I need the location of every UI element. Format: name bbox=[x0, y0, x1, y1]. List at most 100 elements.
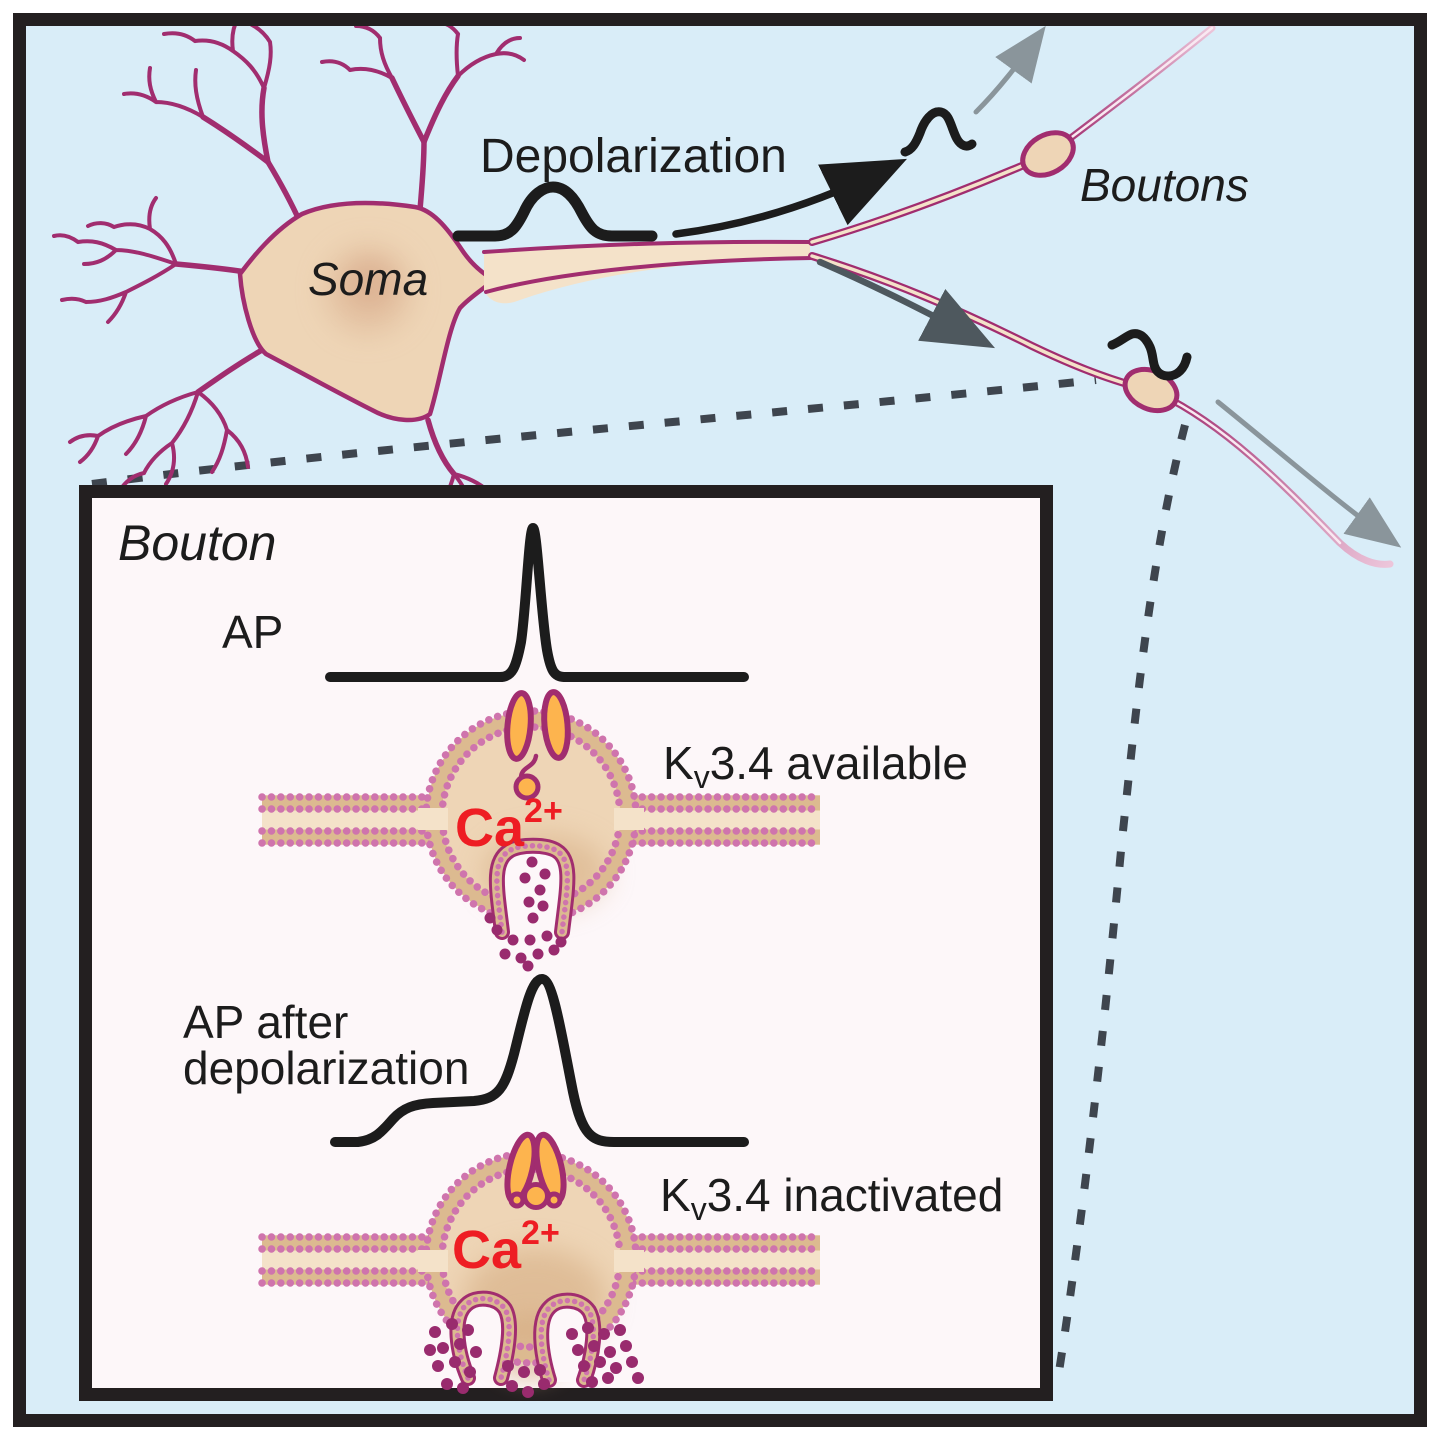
vesicle-dot bbox=[614, 1324, 626, 1336]
vesicle-dot bbox=[462, 1324, 474, 1336]
kv2-k: K bbox=[660, 1169, 691, 1221]
vesicle-dot bbox=[523, 896, 535, 908]
bouton-signal-waveform-lower bbox=[1107, 329, 1192, 381]
ca2-base: Ca bbox=[452, 1220, 522, 1280]
vesicle-dot bbox=[572, 1344, 584, 1356]
kv-channel-inactivated bbox=[504, 1131, 567, 1210]
kv-channel-available bbox=[504, 689, 571, 801]
channel-subunit-right bbox=[541, 689, 571, 761]
vesicle-dot bbox=[594, 1356, 606, 1368]
vesicle-dot bbox=[604, 1346, 616, 1358]
bouton2-junction-left bbox=[418, 1250, 448, 1272]
vesicle-dot bbox=[449, 1356, 461, 1368]
outer-frame bbox=[13, 13, 1427, 1427]
vesicle-dot bbox=[499, 948, 511, 960]
continuation-arrow-upper bbox=[973, 25, 1046, 115]
axon-tail-upper-core bbox=[1058, 26, 1214, 148]
vesicle-dot bbox=[537, 900, 549, 912]
kv2-sub: v bbox=[691, 1191, 707, 1227]
vesicles-released-top bbox=[484, 856, 567, 972]
neuron bbox=[52, 16, 1394, 568]
vesicle-dot bbox=[518, 1366, 530, 1378]
vesicle-dot bbox=[588, 1340, 600, 1352]
vesicle-dot bbox=[532, 948, 544, 960]
ap-trace bbox=[325, 523, 749, 682]
vesicle-dot bbox=[578, 1360, 590, 1372]
ap-after-label-line1: AP after bbox=[183, 996, 348, 1048]
inset-panel: Bouton AP bbox=[79, 485, 1053, 1401]
vesicle-dot bbox=[506, 1380, 518, 1392]
inactivation-chain bbox=[518, 753, 539, 780]
bouton2-release-sites bbox=[424, 1290, 644, 1398]
bouton-signal-waveform-upper bbox=[900, 107, 977, 157]
callout-dash-right bbox=[1054, 423, 1189, 1379]
inactivation-ball-free bbox=[513, 773, 541, 801]
vesicle-dot bbox=[429, 1326, 441, 1338]
overview-annotations: Depolarization Soma Boutons bbox=[308, 25, 1402, 548]
vesicles-released-bottom bbox=[424, 1318, 644, 1398]
vesicle-dot bbox=[626, 1356, 638, 1368]
vesicle-dot bbox=[519, 872, 531, 884]
section-kv-inactivated: AP after depolarization bbox=[183, 974, 1003, 1398]
vesicle-dot bbox=[524, 934, 536, 946]
vesicle-dot bbox=[526, 856, 538, 868]
kv-available-label: Kv3.4 available bbox=[663, 737, 968, 795]
vesicle-dot bbox=[632, 1372, 644, 1384]
inactivation-ball-plugged bbox=[522, 1182, 550, 1210]
channel-subunit-left bbox=[504, 690, 534, 762]
propagation-arrow-lower bbox=[816, 258, 996, 349]
vesicle-dot bbox=[602, 1372, 614, 1384]
bouton1-release-site bbox=[484, 837, 576, 972]
vesicle-dot bbox=[507, 934, 519, 946]
vesicle-dot bbox=[515, 952, 527, 964]
vesicle-dot bbox=[586, 1376, 598, 1388]
axon-tail-lower-core bbox=[1158, 392, 1342, 545]
ca-base: Ca bbox=[455, 798, 525, 858]
ca-label-bottom: Ca2+ bbox=[452, 1214, 560, 1280]
kv-k: K bbox=[663, 737, 694, 789]
axon-edge-top bbox=[482, 239, 814, 254]
vesicle-dot bbox=[598, 1328, 610, 1340]
axon-branch-lower bbox=[808, 252, 1394, 568]
vesicle-dot bbox=[534, 1364, 546, 1376]
vesicle-dot bbox=[470, 1346, 482, 1358]
ap-after-trace bbox=[330, 974, 749, 1147]
vesicle-dot bbox=[457, 1382, 469, 1394]
dendrites-top bbox=[320, 20, 526, 213]
ap-after-label-line2: depolarization bbox=[183, 1042, 469, 1094]
vesicle-dot bbox=[566, 1328, 578, 1340]
vesicle-dot bbox=[446, 1318, 458, 1330]
bouton2-axon bbox=[258, 1233, 824, 1287]
vesicle-dot bbox=[538, 1378, 550, 1390]
soma-nucleolus bbox=[346, 260, 394, 308]
callout-dashed-lines bbox=[91, 376, 1189, 1379]
vesicle-dot bbox=[548, 944, 560, 956]
bouton2-junction-right bbox=[614, 1250, 644, 1272]
vesicle-dot bbox=[454, 1338, 466, 1350]
vesicle-dot bbox=[534, 884, 546, 896]
kv-inactivated-label: Kv3.4 inactivated bbox=[660, 1169, 1003, 1227]
section-kv-available: AP bbox=[222, 523, 968, 972]
vesicle-dot bbox=[541, 930, 553, 942]
ca-label-top: Ca2+ bbox=[455, 792, 563, 858]
bouton1-junction-right bbox=[614, 808, 644, 830]
kv2-rest: 3.4 inactivated bbox=[707, 1169, 1004, 1221]
vesicle-dot bbox=[464, 1366, 476, 1378]
soma-label: Soma bbox=[308, 253, 428, 305]
chain-loop-left bbox=[508, 1191, 526, 1209]
vesicle-dot bbox=[432, 1360, 444, 1372]
vesicle-dot bbox=[522, 1386, 534, 1398]
continuation-arrow-lower bbox=[1215, 399, 1402, 548]
vesicle-dot bbox=[437, 1342, 449, 1354]
bouton-upper bbox=[1020, 130, 1076, 178]
dendrites-left bbox=[52, 196, 249, 324]
inset-title: Bouton bbox=[118, 515, 276, 571]
ca-sup: 2+ bbox=[524, 792, 563, 830]
vesicle-dot bbox=[484, 912, 496, 924]
boutons-label: Boutons bbox=[1080, 159, 1249, 211]
vesicle-dot bbox=[527, 912, 539, 924]
dendrites-bottom-left bbox=[68, 347, 265, 492]
vesicle-dot bbox=[502, 1360, 514, 1372]
